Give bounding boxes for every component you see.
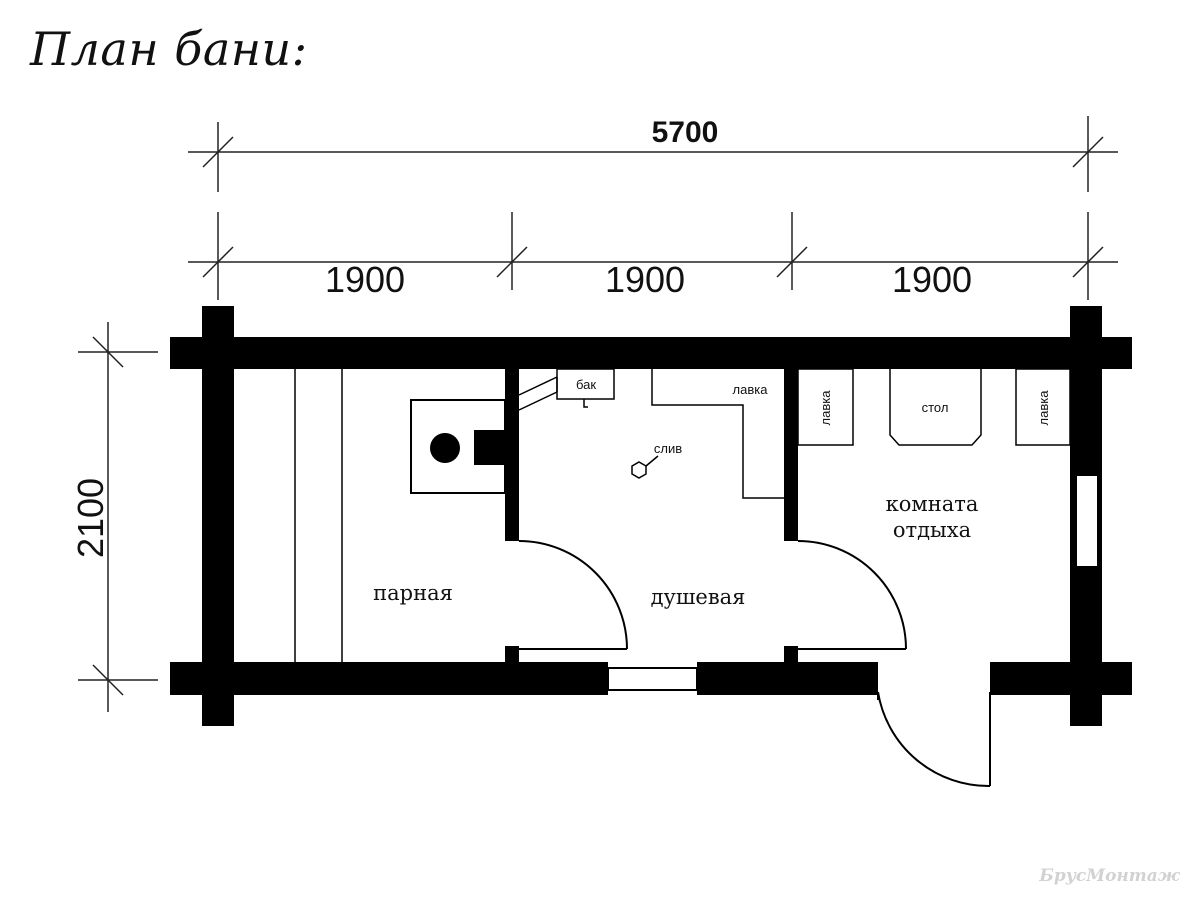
tank-pipe xyxy=(518,376,558,411)
partition-shower-rest-lower xyxy=(784,646,798,662)
segment-tick-3 xyxy=(776,246,808,278)
room-label-shower: душевая xyxy=(651,585,746,609)
segment-3-label: 1900 xyxy=(892,259,972,300)
bottom-wall-left xyxy=(170,662,608,695)
entrance-door-swing xyxy=(877,691,991,788)
right-window xyxy=(1075,474,1099,568)
steam-room xyxy=(294,369,628,662)
partition-steam-shower-lower xyxy=(505,646,519,662)
shower-bench xyxy=(651,369,784,499)
segment-1-label: 1900 xyxy=(325,259,405,300)
bottom-wall-right xyxy=(990,662,1132,695)
stove-firebox xyxy=(474,430,505,465)
page-title: План бани: xyxy=(30,22,308,76)
room-label-steam: парная xyxy=(373,581,453,605)
segment-tick-2 xyxy=(496,246,528,278)
steam-door-swing xyxy=(518,540,628,650)
rest-bench-right xyxy=(1015,368,1071,446)
tank-valve xyxy=(583,399,588,408)
height-tick-bottom xyxy=(92,664,124,696)
segment-tick-4 xyxy=(1072,246,1104,278)
rest-bench-left xyxy=(797,368,854,446)
segment-tick-1 xyxy=(202,246,234,278)
shower-door-swing xyxy=(797,540,907,650)
tank xyxy=(556,368,615,400)
total-width-label: 5700 xyxy=(652,116,719,149)
fixture-label-table: стол xyxy=(922,400,949,415)
watermark-logo: БрусМонтаж xyxy=(1039,866,1180,886)
fixture-label-bench-right: лавка xyxy=(1036,390,1051,426)
shower-room xyxy=(518,368,907,650)
height-label: 2100 xyxy=(70,478,111,558)
room-label-rest-line1: комната xyxy=(886,492,979,516)
room-label-rest-line2: отдыха xyxy=(893,518,971,542)
bottom-wall-middle xyxy=(697,662,878,695)
fixture-label-drain: слив xyxy=(654,441,682,456)
left-wall-post xyxy=(202,306,234,726)
total-width-tick-left xyxy=(202,136,234,168)
top-wall xyxy=(170,337,1132,369)
height-tick-top xyxy=(92,336,124,368)
partition-shower-rest-upper xyxy=(784,369,798,541)
dimension-lines xyxy=(78,116,1118,712)
total-width-tick-right xyxy=(1072,136,1104,168)
fixture-label-bench-shower: лавка xyxy=(733,382,769,397)
walls xyxy=(170,306,1132,726)
segment-2-label: 1900 xyxy=(605,259,685,300)
drain-icon xyxy=(631,461,647,479)
stove-burner-icon xyxy=(430,433,460,463)
rest-room xyxy=(797,368,1071,788)
rest-table xyxy=(889,369,982,446)
fixture-label-tank: бак xyxy=(576,377,596,392)
bottom-window xyxy=(607,667,698,691)
partition-steam-shower-upper xyxy=(505,369,519,541)
fixture-label-bench-left: лавка xyxy=(818,390,833,426)
drain-leader xyxy=(645,455,659,467)
